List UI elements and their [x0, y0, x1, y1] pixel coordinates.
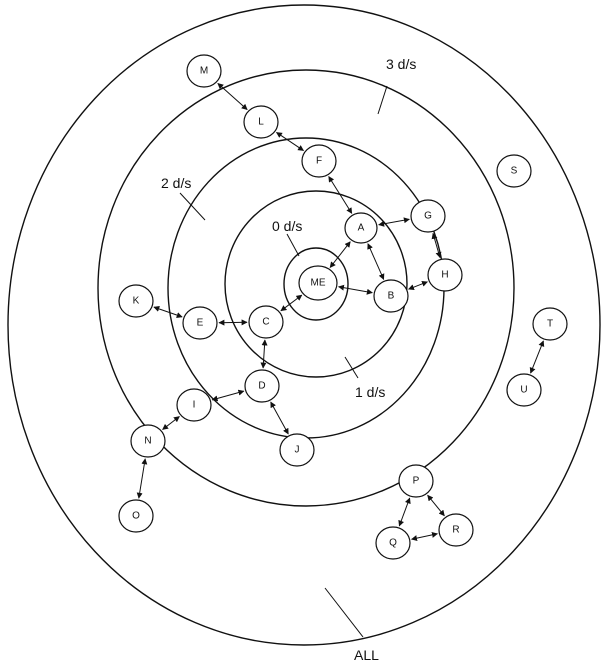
- ring-all: [7, 4, 601, 646]
- node-l: L: [243, 105, 279, 139]
- node-l-label: L: [258, 117, 264, 128]
- node-b-label: B: [388, 291, 395, 302]
- node-p: P: [398, 464, 434, 498]
- node-i: I: [176, 388, 212, 422]
- edge-d-j: [270, 401, 289, 435]
- edge-a-g: [378, 217, 410, 227]
- node-k-label: K: [133, 296, 140, 307]
- node-me: ME: [298, 265, 338, 301]
- edge-a-b: [367, 243, 385, 280]
- edge-me-c: [280, 294, 303, 312]
- node-c-label: C: [262, 317, 269, 328]
- node-b: B: [373, 279, 409, 313]
- node-a-label: A: [358, 223, 365, 234]
- edge-me-b: [338, 284, 373, 295]
- node-u: U: [506, 373, 542, 407]
- node-r-label: R: [452, 525, 459, 536]
- node-t: T: [532, 307, 568, 341]
- ring-label-2-degrees: 2 d/s: [161, 175, 191, 191]
- ring-label-3-degrees: 3 d/s: [386, 56, 416, 72]
- node-k: K: [118, 284, 154, 318]
- node-q: Q: [375, 526, 411, 560]
- node-f: F: [301, 144, 337, 178]
- edge-p-r: [427, 494, 445, 517]
- node-o-label: O: [132, 511, 140, 522]
- leader-0-degrees: [286, 233, 300, 257]
- node-j: J: [279, 433, 315, 467]
- node-me-label: ME: [311, 278, 326, 289]
- node-q-label: Q: [389, 538, 397, 549]
- node-d: D: [244, 369, 280, 403]
- node-j-label: J: [295, 445, 300, 456]
- edge-e-k: [153, 306, 183, 318]
- node-c: C: [248, 305, 284, 339]
- edge-me-a: [329, 241, 351, 268]
- edge-f-l: [276, 131, 304, 152]
- node-g: G: [410, 199, 446, 233]
- ring-3-degrees: [97, 69, 515, 507]
- leader-3-degrees: [377, 85, 388, 115]
- leader-2-degrees: [179, 192, 206, 221]
- node-r: R: [438, 513, 474, 547]
- node-n: N: [130, 424, 166, 458]
- node-s: S: [496, 154, 532, 188]
- node-p-label: P: [413, 476, 420, 487]
- ring-0-degrees: [283, 247, 349, 321]
- ring-label-0-degrees: 0 d/s: [272, 218, 302, 234]
- edge-n-o: [136, 458, 148, 499]
- node-e: E: [182, 306, 218, 340]
- edge-l-m: [217, 83, 248, 110]
- edge-q-r: [411, 531, 438, 542]
- edge-a-f: [328, 175, 353, 214]
- node-m: M: [186, 54, 222, 88]
- node-i-label: I: [193, 400, 196, 411]
- node-h: H: [427, 258, 463, 292]
- ring-label-1-degree: 1 d/s: [355, 384, 385, 400]
- node-t-label: T: [547, 319, 553, 330]
- edge-d-i: [211, 389, 245, 402]
- node-f-label: F: [316, 156, 322, 167]
- edge-c-d: [260, 339, 268, 369]
- node-g-label: G: [424, 211, 432, 222]
- ring-1-degree: [224, 190, 408, 378]
- node-o: O: [118, 499, 154, 533]
- node-s-label: S: [511, 166, 518, 177]
- edge-p-q: [398, 497, 411, 527]
- edge-g-h: [431, 232, 442, 259]
- edge-i-n: [162, 416, 180, 430]
- node-e-label: E: [197, 318, 204, 329]
- edge-h-b: [408, 280, 428, 291]
- node-n-label: N: [144, 436, 151, 447]
- ring-label-all: ALL: [354, 647, 379, 663]
- node-a: A: [344, 212, 378, 244]
- edges: [136, 83, 545, 542]
- node-h-label: H: [441, 270, 448, 281]
- node-d-label: D: [258, 381, 265, 392]
- edge-t-u: [529, 340, 545, 374]
- leader-all: [324, 587, 364, 638]
- leader-1-degree: [344, 356, 359, 379]
- node-u-label: U: [520, 385, 527, 396]
- node-m-label: M: [200, 66, 208, 77]
